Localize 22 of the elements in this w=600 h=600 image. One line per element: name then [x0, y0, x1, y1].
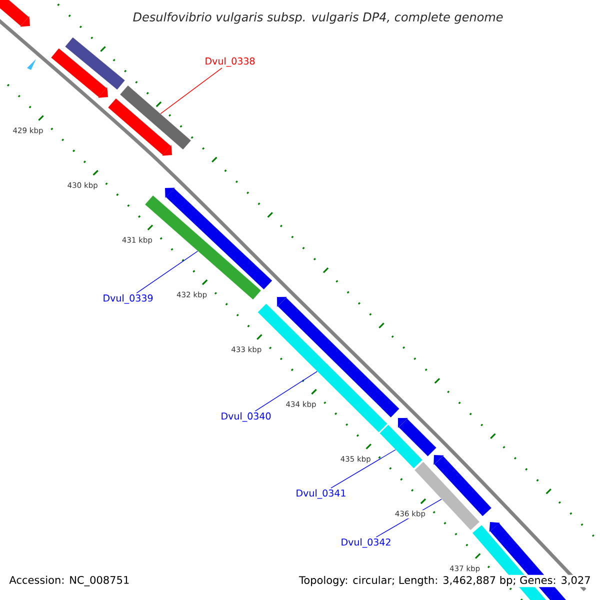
leader-line	[254, 371, 318, 412]
gene-bar	[398, 418, 436, 456]
gene-label: Dvul_0338	[206, 57, 255, 67]
leader-line	[160, 68, 222, 114]
accession-text: Accession: NC_008751	[9, 576, 129, 586]
gene-label: Dvul_0340	[222, 412, 271, 422]
gene-bar	[277, 296, 400, 418]
leader-line	[330, 449, 396, 488]
gene-bar	[65, 37, 125, 90]
gene-bar	[51, 48, 108, 98]
gene-bar	[434, 455, 492, 516]
genome-info-text: Topology: circular; Length: 3,462,887 bp; Genes: 3,027	[298, 574, 592, 588]
gene-bar	[165, 188, 272, 290]
gene-bar	[380, 424, 422, 468]
gene-label: Dvul_0342	[342, 538, 390, 548]
gene-bar	[0, 0, 30, 27]
gene-bar	[120, 86, 191, 150]
gene-label: Dvul_0339	[104, 294, 153, 304]
title: Desulfovibrio vulgaris subsp. vulgaris DP4, complete genome	[133, 12, 503, 24]
gene-bar	[108, 98, 172, 156]
leader-line	[136, 250, 198, 294]
gene-label: Dvul_0341	[296, 489, 346, 499]
